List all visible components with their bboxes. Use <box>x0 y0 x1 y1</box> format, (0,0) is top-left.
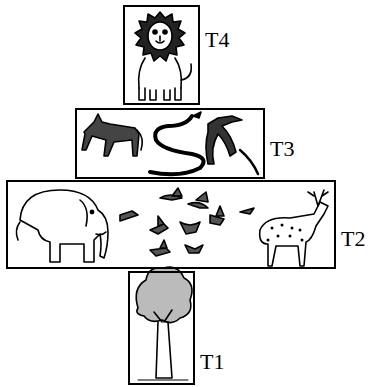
tree-figure <box>136 267 192 380</box>
snake-figure <box>150 112 204 174</box>
elephant-figure <box>16 190 108 262</box>
deer-figure <box>260 190 328 266</box>
trophic-level-label: T1 <box>200 351 224 373</box>
trophic-level-box: T4 <box>123 5 200 105</box>
lizard-figure <box>206 116 258 174</box>
trophic-level-box: T1 <box>128 271 195 385</box>
trophic-level-label: T2 <box>341 228 365 250</box>
trophic-level-box: T2 <box>6 180 336 269</box>
bird-figures <box>120 188 254 256</box>
trophic-level-label: T3 <box>270 138 294 160</box>
trophic-level-box: T3 <box>75 108 265 179</box>
trophic-level-label: T4 <box>205 29 229 51</box>
lion-figure <box>135 12 191 100</box>
wolf-figure <box>82 114 142 156</box>
